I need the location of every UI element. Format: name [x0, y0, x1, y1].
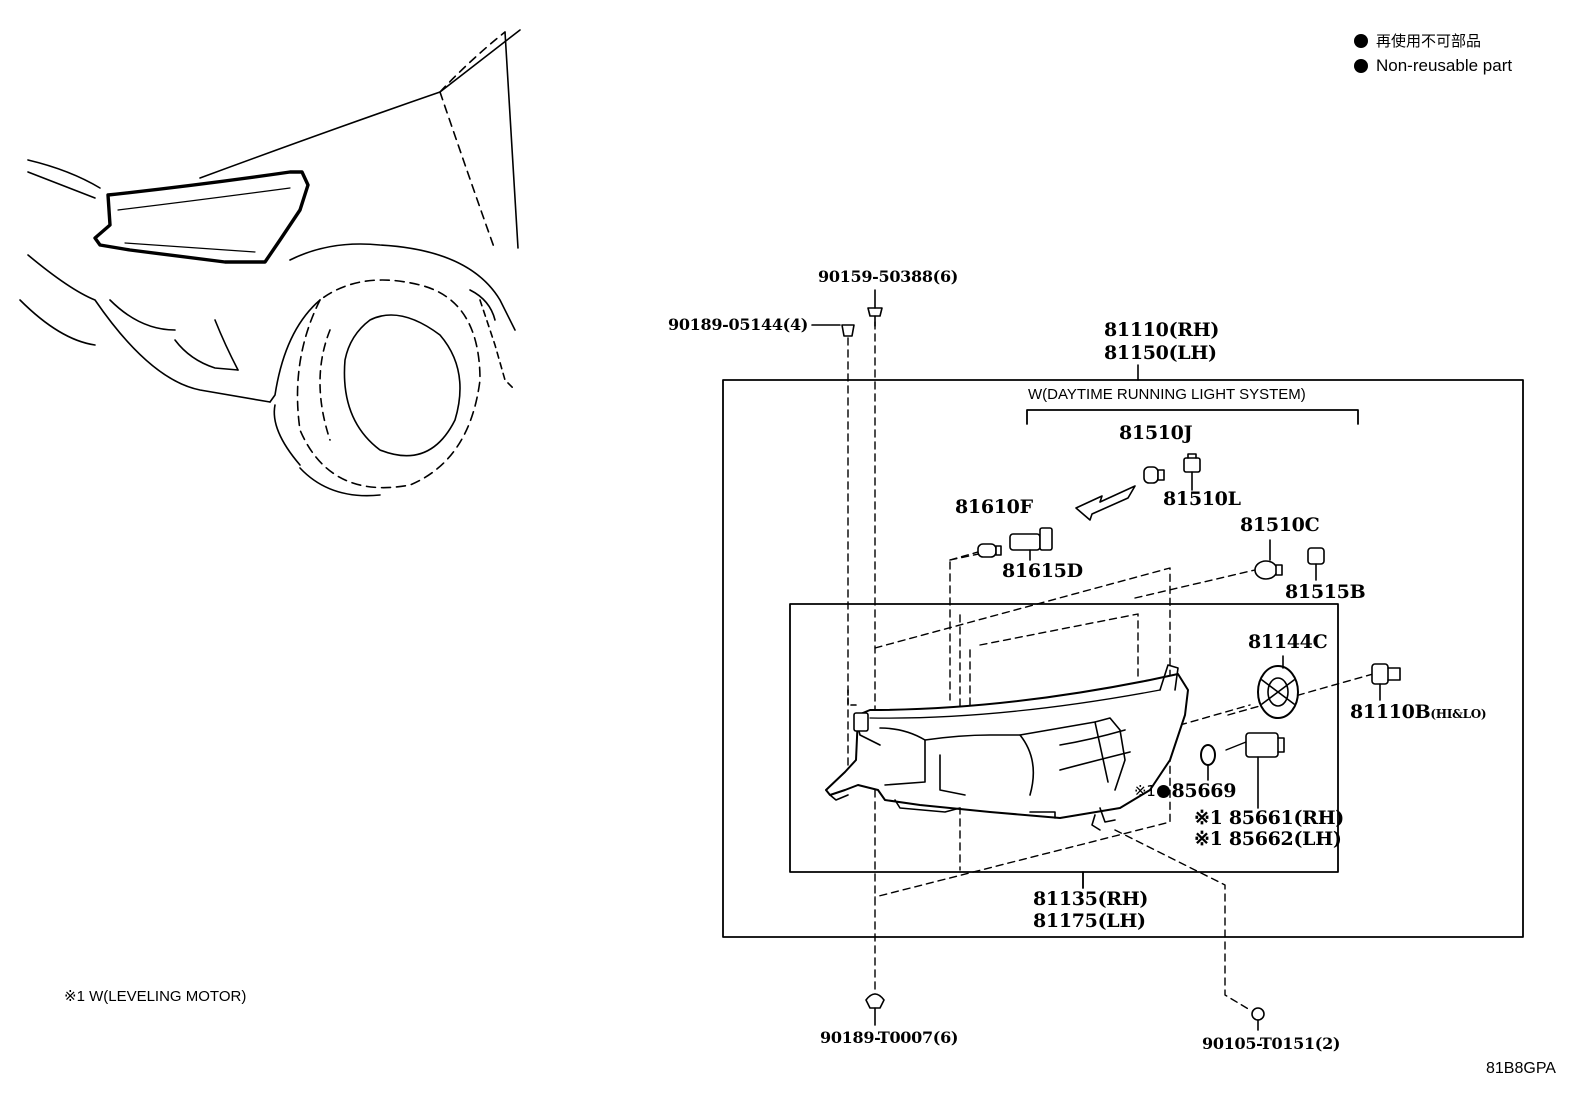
part-label-81510j[interactable]: 81510J: [1119, 422, 1193, 444]
part-label-90189-t0007[interactable]: 90189-T0007(6): [820, 1028, 959, 1047]
nut-90189-icon: [811, 324, 855, 337]
part-label-81515b[interactable]: 81515B: [1285, 581, 1366, 603]
bulb-81510c-icon: [1254, 539, 1283, 580]
headlamp-housing-illustration: [825, 664, 1189, 831]
non-reusable-dot-icon: [1354, 59, 1368, 73]
socket-81515b-icon: [1307, 547, 1325, 581]
part-label-81135-rh[interactable]: 81135(RH): [1033, 888, 1149, 910]
part-label-81615d[interactable]: 81615D: [1002, 560, 1083, 582]
legend-jp-text: 再使用不可部品: [1376, 32, 1482, 50]
bulb-81510j-icon: [1143, 466, 1165, 484]
clip-90189-t0007-icon: [865, 993, 885, 1026]
bulb-81610f-icon: [977, 543, 1002, 558]
part-label-81110b[interactable]: 81110B(HI&LO): [1350, 701, 1487, 724]
cap-81144c-icon: [1257, 655, 1299, 719]
install-direction-arrow-icon: [1075, 485, 1136, 521]
part-label-81144c[interactable]: 81144C: [1248, 631, 1328, 653]
part-label-90159-50388[interactable]: 90159-50388(6): [818, 267, 959, 286]
part-label-90189-05144[interactable]: 90189-05144(4): [668, 315, 809, 334]
non-reusable-dot-icon: [1156, 784, 1170, 798]
part-label-85669[interactable]: ※1 85669: [1134, 781, 1236, 801]
part-label-81610f[interactable]: 81610F: [955, 496, 1033, 518]
diagram-code: 81B8GPA: [1486, 1060, 1556, 1077]
screw-90105-icon: [1251, 1007, 1265, 1031]
o-ring-85669-icon: [1200, 744, 1216, 781]
screw-90159-icon: [867, 289, 883, 327]
housing-inner-box: [789, 603, 1339, 873]
part-number-85669: 85669: [1171, 780, 1237, 802]
bulb-81110b-icon: [1371, 663, 1401, 701]
footnote-leveling-motor: ※1 W(LEVELING MOTOR): [64, 988, 247, 1005]
legend-en-text: Non-reusable part: [1376, 56, 1513, 75]
legend-non-reusable-en: Non-reusable part: [1354, 56, 1512, 76]
note-ref-1: ※1: [1134, 782, 1156, 800]
legend-non-reusable-jp: 再使用不可部品: [1354, 31, 1481, 51]
drl-group-label: W(DAYTIME RUNNING LIGHT SYSTEM): [1028, 386, 1306, 403]
part-label-81150-lh[interactable]: 81150(LH): [1104, 342, 1217, 364]
part-label-81175-lh[interactable]: 81175(LH): [1033, 910, 1146, 932]
part-label-81510l[interactable]: 81510L: [1163, 488, 1241, 510]
part-label-90105-t0151[interactable]: 90105-T0151(2): [1202, 1034, 1341, 1053]
part-label-85662-lh[interactable]: ※1 85662(LH): [1194, 828, 1342, 850]
assembly-outer-box: [722, 379, 1524, 938]
drl-bracket: [1026, 409, 1359, 425]
socket-81615d-icon: [1009, 527, 1053, 561]
non-reusable-dot-icon: [1354, 34, 1368, 48]
part-note-hi-lo: (HI&LO): [1430, 707, 1487, 721]
part-label-81110-rh[interactable]: 81110(RH): [1104, 319, 1220, 341]
part-label-85661-rh[interactable]: ※1 85661(RH): [1194, 807, 1344, 829]
leveling-motor-85661-icon: [1225, 732, 1285, 809]
socket-81510l-icon: [1183, 453, 1201, 491]
part-label-81510c[interactable]: 81510C: [1240, 514, 1320, 536]
part-number-81110b: 81110B: [1350, 701, 1431, 723]
vehicle-front-illustration: [19, 29, 521, 497]
